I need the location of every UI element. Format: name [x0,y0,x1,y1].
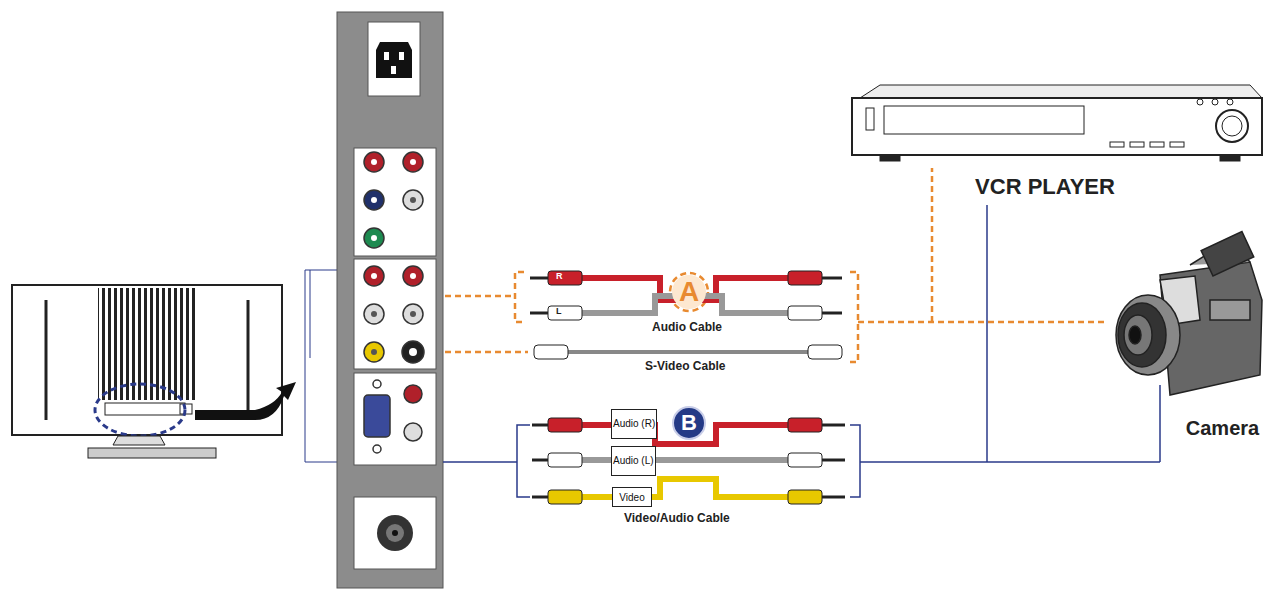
callout-circle: A [672,275,706,309]
cable-tag: Audio (R) [611,409,657,439]
connector-panel [305,12,443,588]
device-label: Camera [1170,414,1275,442]
cable-tag: Audio (L) [611,446,656,476]
node-text: Camera [1186,417,1259,440]
node-text: B [681,410,697,436]
cable-name: Video/Audio Cable [622,511,732,525]
node-text: Audio (R) [613,419,655,430]
node-text: Video [619,492,644,503]
plug-letter: R [556,271,563,281]
device-label: VCR PLAYER [955,172,1135,202]
callout-circle: B [672,406,706,440]
camcorder [1116,232,1262,395]
s-video-cable [534,345,842,359]
vcr-player [852,85,1262,161]
node-text: VCR PLAYER [975,174,1115,200]
cable-name: S-Video Cable [643,359,727,373]
audio-cable [530,271,842,320]
node-text: A [679,276,699,308]
node-text: Audio (L) [613,456,654,467]
cable-tag: Video [612,487,652,507]
cable-name: Audio Cable [650,320,724,334]
plug-letter: L [556,306,562,316]
signal-path [443,205,1160,497]
tv-rear [12,285,296,458]
